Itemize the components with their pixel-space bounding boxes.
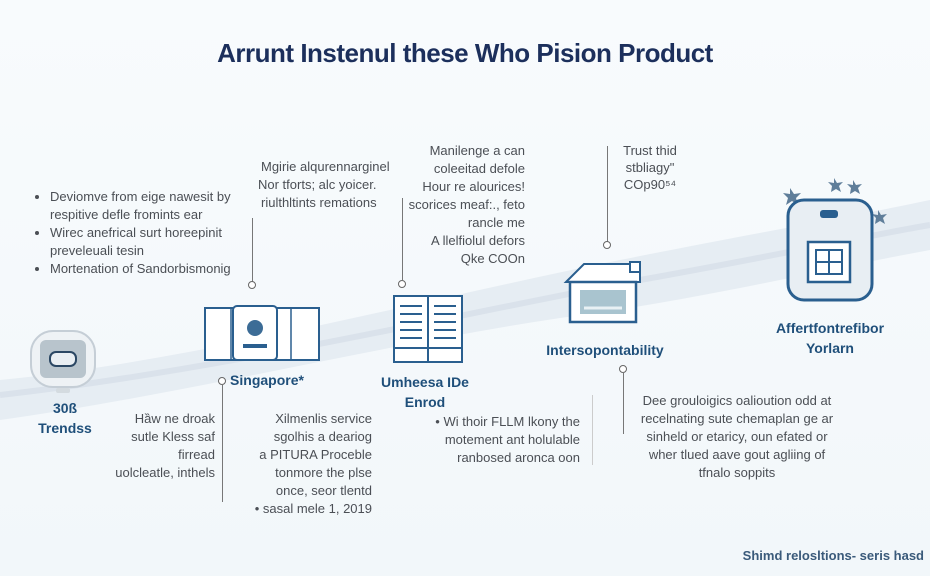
node-label-line: Enrod [404, 394, 446, 410]
bottom2-text: Xilmenlis service sgolhis a deariog a PI… [232, 410, 372, 518]
text-line: Nor tforts; alc yoicer. [258, 177, 377, 192]
text-line: wher tlued aave gout agliing of [648, 447, 826, 462]
document-icon [393, 295, 463, 363]
text-line: Hour re alourices! scorices meaf:., feto… [408, 179, 525, 230]
connector-line [222, 384, 223, 502]
text-line: once, seor tlentd [275, 483, 372, 498]
node-label-singapore: Singapore* [230, 372, 304, 388]
block2-text: Mgirie alqurennarginel Nor tforts; alc y… [258, 158, 398, 212]
connector-dot [603, 241, 611, 249]
block3-text: Manilenge a can coleeitad defole Hour re… [405, 142, 525, 268]
node-label-line: Trendss [38, 420, 92, 436]
text-line: Xilmenlis service [275, 411, 372, 426]
text-line-span: sasal mele 1, 2019 [262, 501, 372, 516]
node-label-right: Affertfontrefibor Yorlarn [765, 318, 895, 358]
text-line: firread [178, 447, 215, 462]
text-line: coleeitad defole [433, 161, 525, 176]
text-line-span: Wi thoir FLLM lkony the [443, 414, 580, 429]
text-line: • Wi thoir FLLM lkony the [435, 414, 580, 429]
bullet-item: Mortenation of Sandorbismonig [50, 260, 246, 278]
text-line: COp90⁵⁴ [623, 177, 677, 192]
text-line: tonmore the plse [275, 465, 372, 480]
node-label-trends: 30ß Trendss [20, 398, 110, 438]
node-label-interoperability: Intersopontability [546, 342, 664, 358]
text-line: Manilenge a can [429, 143, 525, 158]
bullet-item: Wirec anefrical surt horeepinit preveleu… [50, 224, 246, 260]
text-line: Trust thid [623, 143, 677, 158]
device-icon [783, 178, 887, 302]
bottom3-text: • Wi thoir FLLM lkony the motement ant h… [410, 413, 580, 467]
bottom4-text: Dee grouloigics oalioution odd at receln… [632, 392, 842, 482]
bullet-item: Deviomve from eige nawesit by respitive … [50, 188, 246, 224]
text-line: Hȁw ne droak [134, 411, 215, 426]
node-label-enrod: Umheesa IDe Enrod [370, 372, 480, 412]
connector-dot [398, 280, 406, 288]
node-label-line: Yorlarn [806, 340, 854, 356]
text-line: recelnating sute chemaplan ge ar [640, 411, 834, 426]
text-line: • sasal mele 1, 2019 [254, 501, 372, 516]
footer-caption: Shimd relosltions- seris hasd [742, 548, 924, 563]
text-line: ranbosed aronca oon [457, 450, 580, 465]
text-line: motement ant holulable [444, 432, 580, 447]
device-icon [30, 330, 96, 393]
node-label-line: Umheesa IDe [381, 374, 469, 390]
connector-line [402, 198, 403, 280]
connector-dot [248, 281, 256, 289]
left-bullets: Deviomve from eige nawesit by respitive … [36, 188, 246, 278]
house-icon [563, 261, 641, 324]
bottom1-text: Hȁw ne droak sutle Kless saf firread uol… [100, 410, 215, 482]
connector-line [252, 218, 253, 282]
text-line: stbliagy" [625, 160, 675, 175]
connector-line [623, 372, 624, 434]
block4-text: Trust thid stbliagy" COp90⁵⁴ [615, 142, 685, 193]
card-icon [204, 305, 320, 361]
connector-line [592, 395, 593, 465]
text-line: sutle Kless saf [131, 429, 215, 444]
text-line: tfnalo soppits [698, 465, 776, 480]
connector-line [607, 146, 608, 242]
node-label-line: Affertfontrefibor [775, 320, 885, 336]
node-label-line: 30ß [52, 400, 78, 416]
page-title: Arrunt Instenul these Who Pision Product [217, 38, 713, 68]
text-line: a PITURA Proceble [259, 447, 372, 462]
text-line: uolcleatle, inthels [115, 465, 215, 480]
text-line: Mgirie alqurennarginel [261, 159, 390, 174]
text-line: riulthltints remations [261, 195, 377, 210]
text-line: sgolhis a deariog [273, 429, 372, 444]
text-line: Dee grouloigics oalioution odd at [642, 393, 832, 408]
text-line: sinheld or etaricy, oun efated or [646, 429, 828, 444]
text-line: A llelfiolul defors Qke COOn [431, 233, 525, 266]
